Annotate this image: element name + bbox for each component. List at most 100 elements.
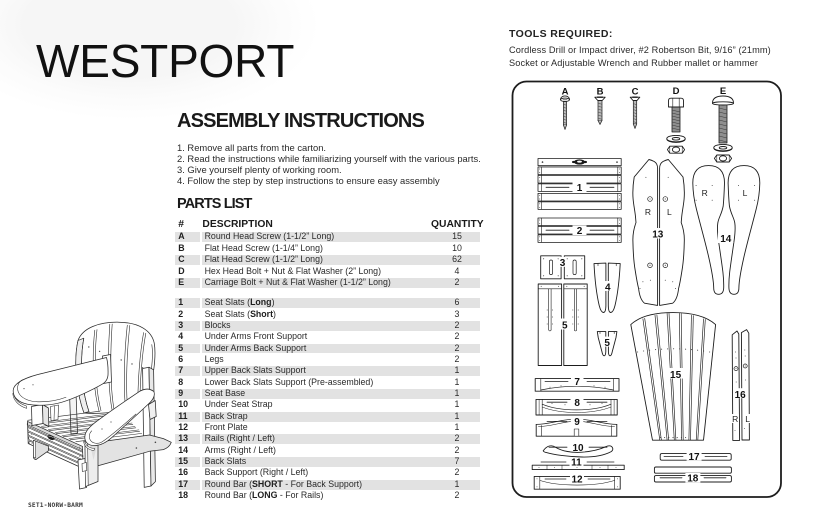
part-13-label: 13 — [652, 229, 664, 240]
part-13-rail-right-label: R — [645, 207, 651, 217]
part-id: 6 — [178, 354, 184, 365]
part-13-drawing: R L 13 — [632, 159, 685, 306]
part-description: Arms (Right / Left) — [204, 444, 276, 455]
part-description: Front Plate — [204, 422, 248, 433]
column-header-id: # — [178, 219, 184, 231]
tools-line-2: Socket or Adjustable Wrench and Rubber m… — [509, 57, 758, 68]
part-quantity: 62 — [452, 254, 462, 265]
part-description: Lower Back Slats Support (Pre-assembled) — [204, 376, 374, 387]
chair-right-rail — [90, 434, 172, 468]
part-11-label: 11 — [571, 458, 582, 469]
part-7-drawing: 7 — [534, 377, 620, 392]
fastener-a-drawing — [560, 95, 570, 130]
part-14-arm-right-label: R — [702, 188, 708, 198]
part-description: Seat Base — [204, 388, 246, 399]
part-description: Round Head Screw (1-1/2” Long) — [204, 231, 335, 242]
fastener-c-label: C — [632, 87, 639, 98]
assembly-instructions-heading: ASSEMBLY INSTRUCTIONS — [177, 110, 425, 132]
chair-left-rail-tip — [33, 439, 49, 460]
chair-left-arm — [12, 357, 109, 409]
part-description: Blocks — [204, 319, 231, 330]
part-quantity: 2 — [454, 490, 460, 501]
part-quantity: 4 — [454, 265, 460, 276]
part-8-drawing: 8 — [535, 397, 618, 416]
part-16-right-label: R — [732, 414, 738, 424]
part-description: Seat Slats (Long) — [204, 297, 275, 308]
part-15-drawing: 15 — [630, 312, 717, 441]
part-id: 1 — [175, 297, 201, 309]
fastener-b-label: B — [597, 87, 604, 98]
chair-left-front-leg — [31, 404, 59, 427]
part-17-drawing: 17 — [659, 451, 732, 463]
part-id: 11 — [175, 411, 201, 422]
part-14-drawing: R L 14 — [692, 165, 761, 295]
part-2-label: 2 — [577, 226, 583, 237]
part-3-drawing: 3 — [540, 255, 586, 280]
part-11-drawing: 11 — [531, 457, 625, 471]
part-quantity: 2 — [454, 319, 460, 330]
part-id: 3 — [175, 320, 201, 331]
part-description: Rails (Right / Left) — [204, 433, 275, 444]
assembly-step: 4. Follow the step by step instructions … — [177, 174, 440, 186]
part-description: Carriage Bolt + Nut & Flat Washer (1-1/2… — [204, 276, 391, 287]
part-quantity: 15 — [452, 231, 462, 242]
part-16-label: 16 — [735, 390, 747, 401]
part-2-drawing: 2 — [537, 217, 622, 243]
part-description: Under Arms Front Support — [204, 331, 308, 342]
part-quantity: 2 — [454, 354, 460, 365]
assembly-step: 3. Give yourself plenty of working room. — [177, 163, 342, 175]
part-id: 12 — [178, 422, 188, 433]
part-18-drawing: 18 — [653, 466, 732, 484]
fastener-b-drawing — [594, 96, 606, 125]
chair-front-apron — [26, 421, 84, 469]
part-id: D — [178, 265, 185, 276]
parts-table-row-4: 4 Under Arms Front Support 2 — [175, 332, 480, 342]
part-quantity: 7 — [454, 456, 460, 467]
part-id: 4 — [178, 331, 184, 342]
part-quantity: 2 — [454, 331, 460, 342]
part-description: Round Bar (SHORT - For Back Support) — [204, 478, 363, 489]
parts-table-header: # DESCRIPTION QUANTITY — [175, 217, 483, 231]
part-id: E — [175, 277, 201, 288]
tools-line-1: Cordless Drill or Impact driver, #2 Robe… — [509, 45, 771, 55]
fastener-c-drawing — [629, 96, 641, 129]
part-description: Back Strap — [204, 410, 248, 421]
part-12-label: 12 — [571, 475, 583, 486]
part-4-label: 4 — [605, 283, 611, 294]
part-id: A — [175, 232, 201, 243]
chair-right-rear-post — [142, 366, 156, 488]
part-description: Flat Head Screw (1-1/4” Long) — [204, 242, 323, 253]
part-id: 10 — [178, 399, 188, 410]
part-quantity: 1 — [454, 388, 460, 399]
part-12-drawing: 12 — [533, 474, 621, 490]
part-id: 5 — [175, 343, 201, 354]
part-10-label: 10 — [572, 443, 584, 454]
part-1-drawing: 1 — [537, 158, 622, 210]
part-14-arm-left-label: L — [743, 188, 748, 198]
part-16-left-label: L — [745, 414, 750, 424]
part-id: 17 — [175, 479, 201, 490]
part-quantity: 1 — [454, 365, 460, 376]
part-quantity: 1 — [454, 478, 460, 489]
part-quantity: 1 — [454, 422, 460, 433]
part-16-drawing: 16 R L — [731, 329, 751, 441]
part-quantity: 1 — [454, 410, 460, 421]
part-3-label: 3 — [560, 258, 566, 269]
chair-right-arm — [83, 388, 155, 451]
part-id: 13 — [175, 434, 201, 445]
